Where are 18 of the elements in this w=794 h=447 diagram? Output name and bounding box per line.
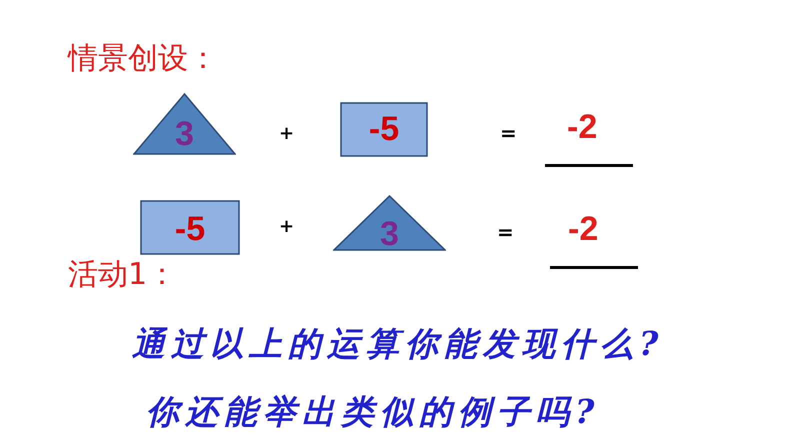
rectangle-shape [340,102,428,157]
equals-sign: = [497,220,514,244]
rectangle-shape [140,200,240,255]
plus-sign: + [279,216,294,237]
activity-heading: 活动1： [68,256,178,294]
triangle-shape [133,93,236,155]
answer-number: -2 [568,210,598,249]
question-text: 通过以上的运算你能发现什么? [132,323,664,365]
number-label: 3 [379,215,400,254]
number-label: -5 [368,110,400,149]
number-label: -5 [174,210,206,249]
triangle-shape [333,195,446,251]
answer-number: -2 [567,108,598,147]
number-label: 3 [174,115,195,154]
equals-sign: = [500,121,517,145]
slide-heading: 情景创设： [68,40,218,78]
plus-sign: + [279,123,294,144]
question-text: 你还能举出类似的例子吗? [146,391,600,433]
